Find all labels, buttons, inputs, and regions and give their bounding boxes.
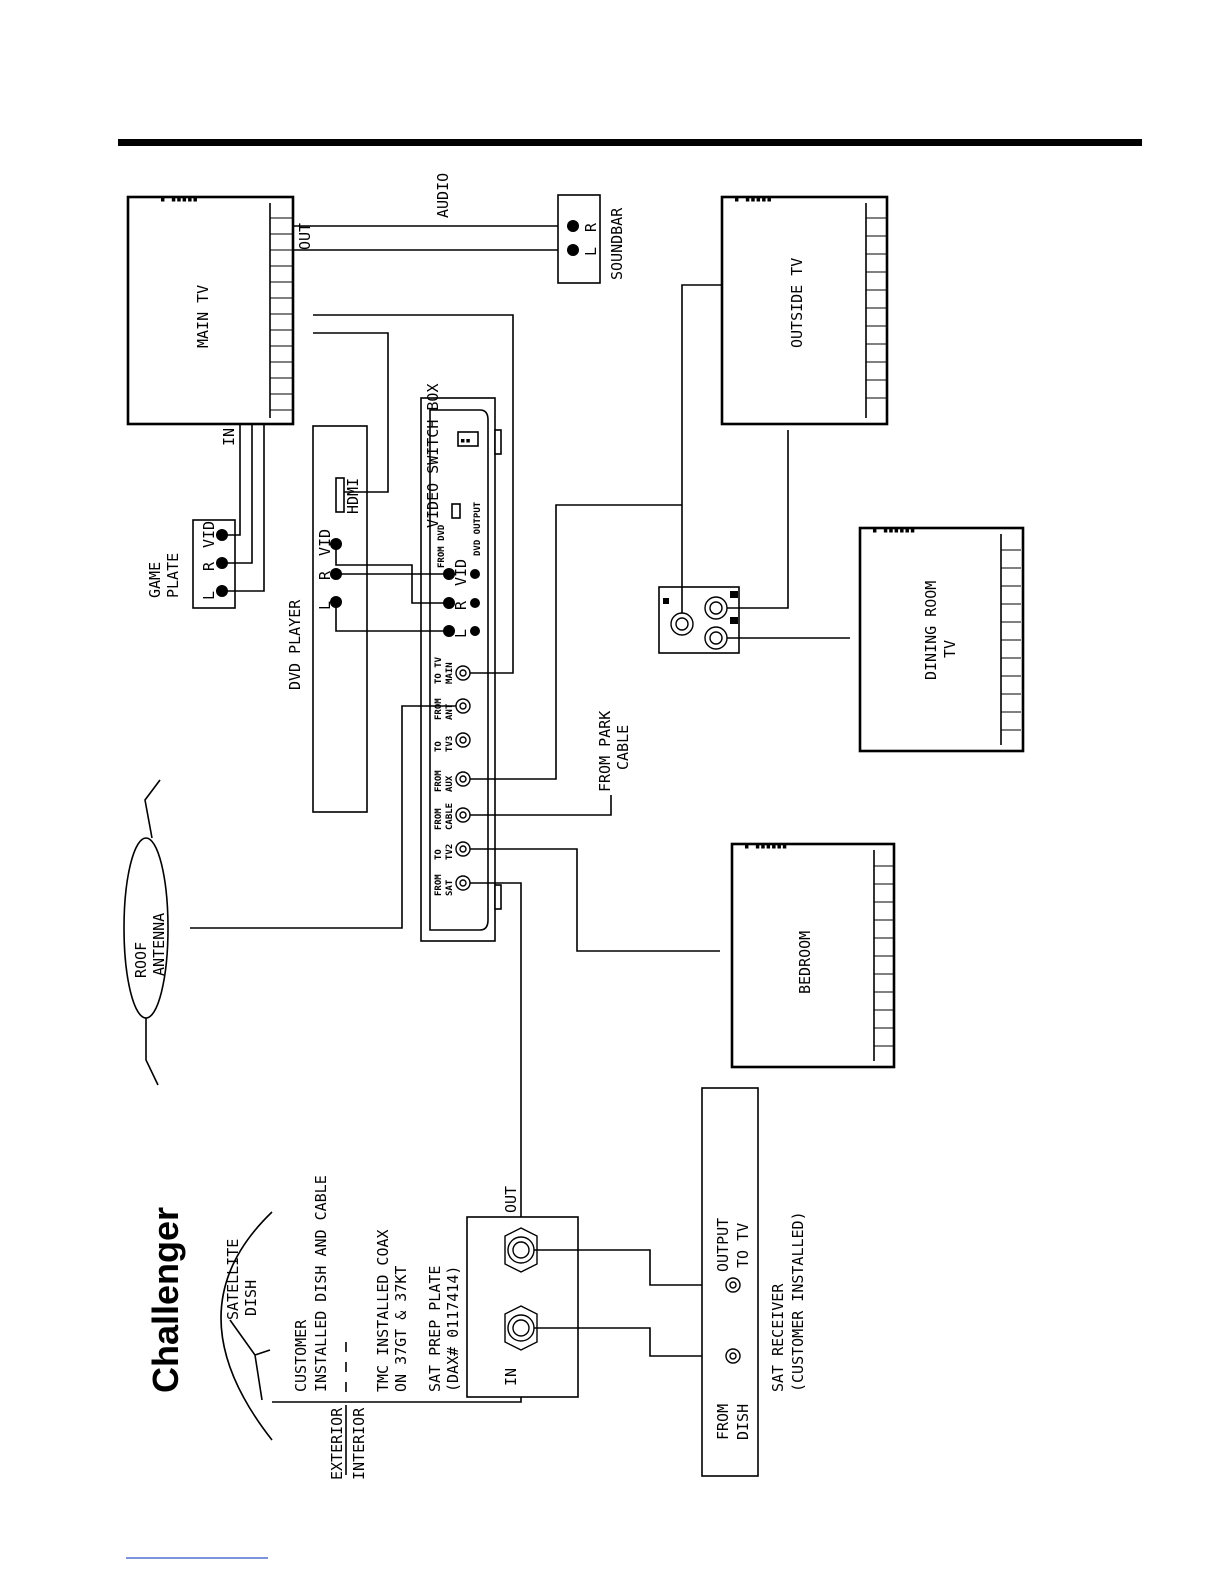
- diagram-label: VID: [200, 521, 218, 548]
- sat-prep-label-1: SAT PREP PLATE: [426, 1266, 444, 1392]
- dining-room-tv: ▪ ▪▪▪▪▪▪ DINING ROOM TV: [858, 526, 1025, 753]
- diagram-label: SAT: [445, 879, 455, 896]
- diagram-label: L: [200, 591, 218, 600]
- diagram-label: TO TV: [434, 656, 444, 684]
- diagram-label: TV3: [445, 736, 455, 752]
- diagram-label: TO: [434, 741, 444, 752]
- customer-label-2: INSTALLED DISH AND CABLE: [312, 1175, 330, 1392]
- diagram-label: ▪ ▪▪▪▪▪: [734, 195, 772, 205]
- main-tv-in-label: IN: [220, 428, 238, 446]
- header-rule: [118, 139, 1142, 146]
- bedroom-label: BEDROOM: [796, 931, 814, 994]
- outside-tv: ▪ ▪▪▪▪▪ OUTSIDE TV: [720, 195, 889, 426]
- diagram-label: FROM: [434, 808, 444, 830]
- diagram-label: L: [452, 629, 470, 638]
- diagram-label: ▪ ▪▪▪▪▪▪: [872, 526, 915, 536]
- diagram-label: TV2: [445, 844, 455, 860]
- video-switch-box: VIDEO SWITCH BOX ▪▪ FROM DVD DVD OUTPUT …: [420, 384, 502, 942]
- soundbar: R L SOUNDBAR: [557, 194, 626, 284]
- diagram-label: VID: [452, 559, 470, 586]
- video-switch-box-label: VIDEO SWITCH BOX: [424, 384, 442, 529]
- hdmi-port: [335, 477, 345, 513]
- diagram-label: FROM: [434, 698, 444, 720]
- diagram-label: HDMI: [344, 478, 362, 514]
- diagram-label: TO: [434, 849, 444, 860]
- interior-label: INTERIOR: [350, 1407, 368, 1480]
- plate-out-label: OUT: [502, 1186, 520, 1213]
- diagram-label: FROM: [434, 770, 444, 792]
- diagram-label: CABLE: [445, 803, 455, 830]
- tmc-label-2: ON 37GT & 37KT: [392, 1266, 410, 1392]
- diagram-label: PLATE: [164, 553, 182, 598]
- aux-and-tv-cables: [470, 284, 850, 780]
- from-dish-label-1: FROM: [714, 1404, 732, 1440]
- satellite-dish-label-2: DISH: [242, 1280, 260, 1316]
- roof-antenna-label-2: ANTENNA: [150, 913, 168, 976]
- audio-cable: [293, 225, 573, 251]
- diagram-label: GAME: [146, 562, 164, 598]
- diagram-label: FROM: [434, 874, 444, 896]
- brand-logo: Challenger: [145, 1207, 186, 1393]
- diagram-label: ▪ ▪▪▪▪▪: [160, 195, 198, 205]
- from-park-label-1: FROM PARK: [596, 711, 614, 792]
- diagram-label: ANT: [445, 703, 455, 720]
- receiver-cables: [534, 1249, 733, 1357]
- tmc-label-1: TMC INSTALLED COAX: [374, 1229, 392, 1392]
- diagram-label: R: [582, 222, 600, 232]
- output-tv-label-1: OUTPUT: [714, 1218, 732, 1272]
- dvd-player-label: DVD PLAYER: [286, 599, 304, 690]
- bedroom-cable: [470, 848, 720, 952]
- audio-label: AUDIO: [434, 173, 452, 218]
- exterior-label: EXTERIOR: [328, 1407, 346, 1480]
- diagram-label: VID: [316, 529, 334, 556]
- park-cable: [470, 795, 612, 816]
- sat-receiver-label-1: SAT RECEIVER: [769, 1283, 787, 1392]
- dining-room-tv-label-2: TV: [941, 640, 959, 658]
- output-tv-label-2: TO TV: [734, 1223, 752, 1268]
- sat-cable: [470, 882, 522, 1250]
- sat-prep-label-2: (DAX# 0117414): [444, 1266, 462, 1392]
- outside-tv-label: OUTSIDE TV: [788, 258, 806, 348]
- sat-receiver: OUTPUT TO TV FROM DISH: [701, 1087, 759, 1477]
- bedroom-tv: ▪ ▪▪▪▪▪▪ BEDROOM: [730, 842, 896, 1069]
- diagram-label: ▪▪: [460, 436, 471, 446]
- soundbar-label: SOUNDBAR: [608, 207, 626, 280]
- game-plate: GAME PLATE L R VID: [146, 519, 236, 609]
- diagram-label: R: [316, 570, 334, 580]
- sat-prep-plate: OUT IN: [466, 1186, 579, 1398]
- diagram-label: MAIN: [445, 662, 455, 684]
- main-tv: ▪ ▪▪▪▪▪ MAIN TV OUT IN: [126, 195, 314, 446]
- roof-antenna: ROOF ANTENNA: [123, 779, 169, 1086]
- diagram-label: L: [582, 247, 600, 256]
- diagram-label: FROM DVD: [437, 524, 447, 568]
- diagram-label: L: [316, 601, 334, 610]
- diagram-label: ▪ ▪▪▪▪▪▪: [744, 842, 787, 852]
- main-coax-cable: [313, 314, 514, 674]
- customer-label-1: CUSTOMER: [292, 1319, 310, 1392]
- diagram-label: AUX: [445, 775, 455, 792]
- plate-in-label: IN: [502, 1368, 520, 1386]
- hdmi-cable: [313, 332, 389, 493]
- game-plate-cables: [222, 424, 265, 592]
- dvd-rca-cables: [335, 544, 449, 632]
- antenna-cable: [190, 705, 456, 929]
- diagram-label: DVD OUTPUT: [473, 501, 483, 556]
- main-tv-label: MAIN TV: [194, 285, 212, 348]
- from-park-label-2: CABLE: [614, 725, 632, 770]
- satellite-dish-label-1: SATELLITE: [224, 1239, 242, 1320]
- diagram-label: R: [200, 561, 218, 571]
- dvd-player: DVD PLAYER L R VID HDMI: [286, 425, 368, 813]
- tv-splitter: [658, 586, 740, 654]
- diagram-label: R: [452, 600, 470, 610]
- from-dish-label-2: DISH: [734, 1404, 752, 1440]
- roof-antenna-label-1: ROOF: [132, 942, 150, 978]
- main-tv-out-label: OUT: [296, 223, 314, 250]
- sat-receiver-label-2: (CUSTOMER INSTALLED): [789, 1211, 807, 1392]
- dining-room-tv-label-1: DINING ROOM: [922, 581, 940, 680]
- satellite-dish: SATELLITE DISH: [220, 1211, 273, 1441]
